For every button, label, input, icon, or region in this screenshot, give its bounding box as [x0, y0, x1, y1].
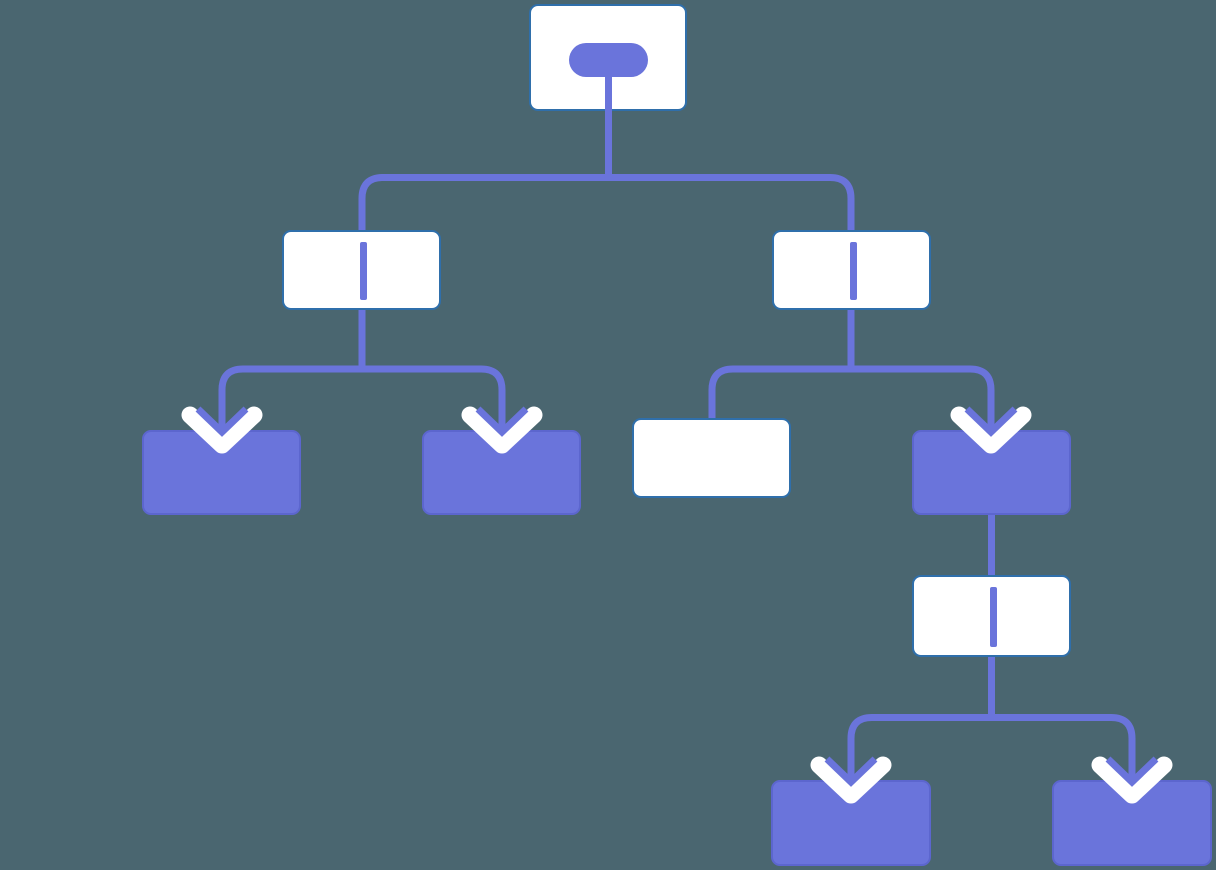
node-level1-right[interactable]: [772, 230, 931, 310]
arrow-into-node-level2-b: [470, 409, 534, 445]
pass-through-line: [850, 242, 857, 300]
node-level4-a[interactable]: [771, 780, 931, 866]
root-stem: [605, 75, 612, 114]
node-level2-c[interactable]: [912, 430, 1071, 515]
arrow-into-node-level4-b: [1100, 759, 1164, 795]
edge-bus-to-n6: [708, 365, 851, 418]
node-level2-leaf[interactable]: [632, 418, 791, 498]
edge-bus-to-n3: [608, 174, 855, 232]
node-root[interactable]: [529, 4, 687, 114]
edge-bus-to-n2: [358, 174, 609, 232]
edge-bus-to-n9: [847, 714, 992, 780]
edge-bus-to-n10: [991, 714, 1136, 780]
edge-bus-to-n4: [218, 365, 362, 430]
node-level3[interactable]: [912, 575, 1071, 657]
edge-bus-to-n5: [362, 365, 506, 430]
edge-bus-to-n7: [851, 365, 995, 430]
node-level1-left[interactable]: [282, 230, 441, 310]
pass-through-line: [360, 242, 367, 300]
arrow-into-node-level2-c: [959, 409, 1023, 445]
arrow-into-node-level2-a: [190, 409, 254, 445]
pill-badge-icon: [569, 43, 648, 77]
arrow-into-node-level4-a: [819, 759, 883, 795]
pass-through-line: [990, 587, 997, 647]
